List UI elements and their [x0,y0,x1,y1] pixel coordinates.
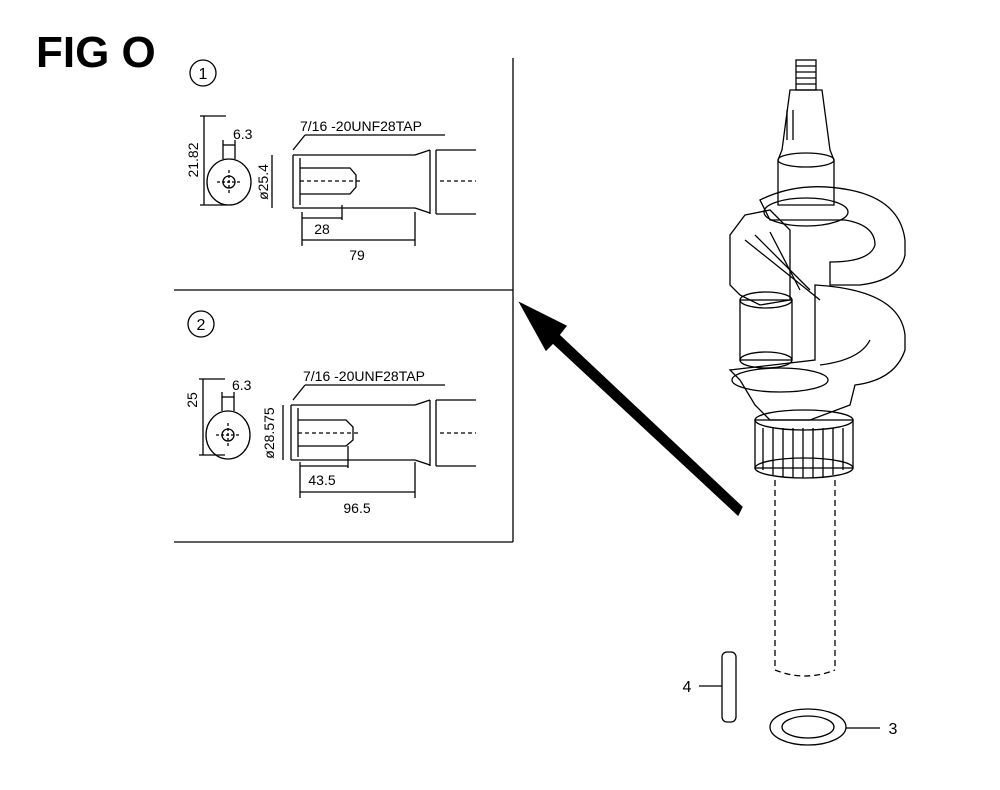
detail-1-key-height: 21.82 [185,142,201,177]
part-4-label: 4 [683,679,692,696]
detail-1-diameter: ø25.4 [255,164,271,200]
figure-title: FIG O [36,28,156,77]
detail-2-key-height: 25 [184,392,200,408]
detail-2-diameter: ø28.575 [261,407,277,459]
crankshaft-illustration [728,59,906,677]
part-4-pin [699,651,737,723]
pointer-arrow [518,301,743,517]
detail-2-thread-label: 7/16 -20UNF28TAP [303,368,425,384]
detail-1-marker [189,59,217,87]
detail-1-key-width: 6.3 [233,126,253,142]
detail-2-key-width: 6.3 [232,377,252,393]
part-3-label: 3 [889,721,898,738]
detail-1-thread-label: 7/16 -20UNF28TAP [300,118,422,134]
detail-panel-frame [174,58,514,543]
detail-1-number: 1 [199,66,208,83]
detail-1-drawing [189,59,476,246]
detail-1-shaft-length: 79 [349,247,365,263]
detail-1-tap-depth: 28 [314,221,330,237]
detail-2-shaft-length: 96.5 [343,500,370,516]
detail-2-number: 2 [197,317,206,334]
part-3-washer [769,708,880,746]
detail-2-drawing [187,310,476,498]
detail-2-marker [187,310,215,338]
detail-2-tap-depth: 43.5 [308,472,335,488]
